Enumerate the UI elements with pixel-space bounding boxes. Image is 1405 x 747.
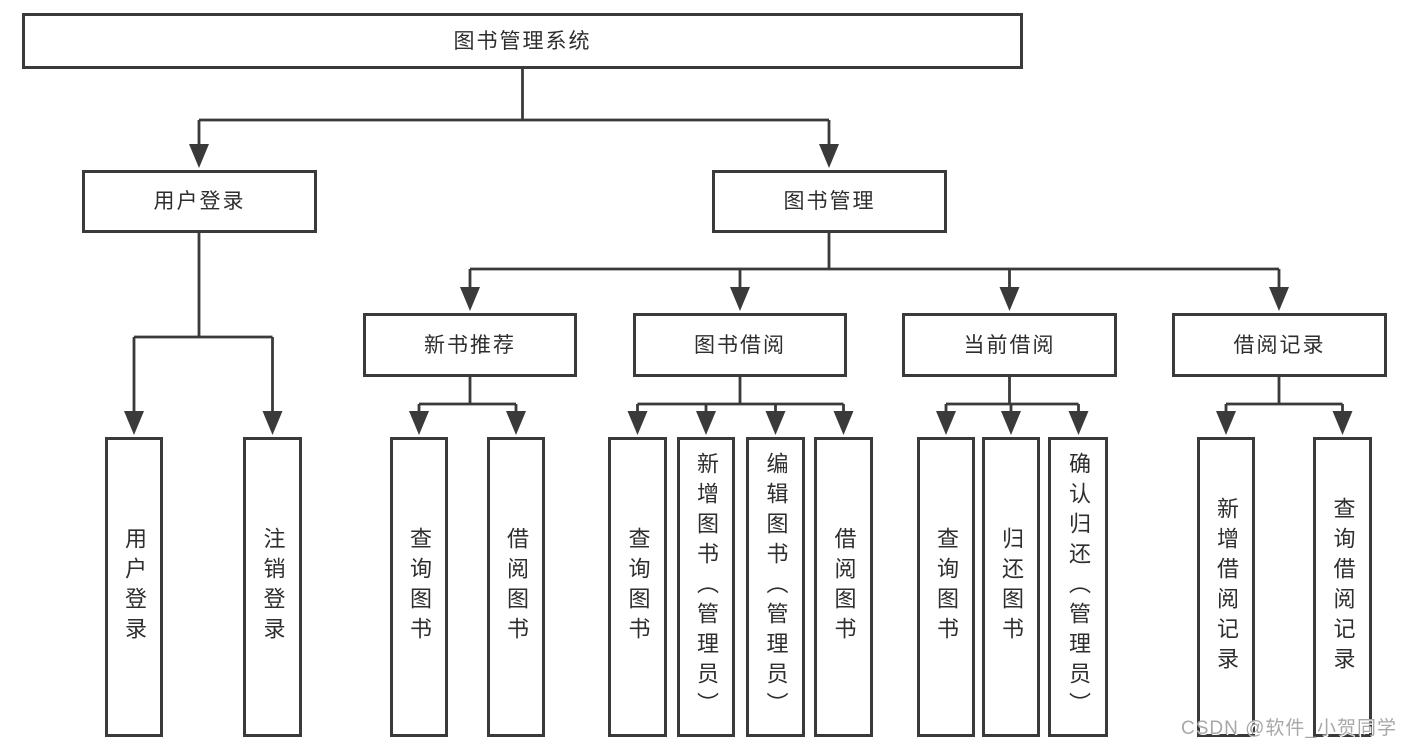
leaf-return-books-label: 归还图书 bbox=[999, 527, 1024, 647]
node-library-management-system-label: 图书管理系统 bbox=[453, 29, 592, 53]
leaf-add-books-admin: 新增图书（管理员） bbox=[677, 437, 735, 737]
leaf-borrow-books-recommend: 借阅图书 bbox=[487, 437, 545, 737]
node-library-management-system: 图书管理系统 bbox=[22, 13, 1023, 69]
leaf-add-borrow-record-label: 新增借阅记录 bbox=[1214, 497, 1239, 677]
leaf-borrow-books-recommend-label: 借阅图书 bbox=[504, 527, 529, 647]
leaf-confirm-return-admin: 确认归还（管理员） bbox=[1048, 437, 1108, 737]
node-borrowing-records-label: 借阅记录 bbox=[1233, 333, 1326, 357]
node-user-login: 用户登录 bbox=[82, 170, 317, 233]
leaf-query-books-borrowing-label: 查询图书 bbox=[625, 527, 651, 647]
node-new-book-recommendation: 新书推荐 bbox=[363, 313, 577, 377]
leaf-query-borrow-record: 查询借阅记录 bbox=[1313, 437, 1372, 737]
node-user-login-label: 用户登录 bbox=[153, 190, 246, 213]
leaf-add-borrow-record: 新增借阅记录 bbox=[1197, 437, 1255, 737]
leaf-borrow-books-borrowing-label: 借阅图书 bbox=[831, 527, 857, 647]
leaf-query-books-current-label: 查询图书 bbox=[934, 527, 959, 647]
leaf-edit-books-admin-label: 编辑图书（管理员） bbox=[763, 452, 789, 722]
leaf-query-books-recommend: 查询图书 bbox=[390, 437, 448, 737]
node-book-management-label: 图书管理 bbox=[783, 190, 876, 213]
node-current-borrowing: 当前借阅 bbox=[902, 313, 1117, 377]
leaf-user-login: 用户登录 bbox=[105, 437, 163, 737]
leaf-logout-label: 注销登录 bbox=[260, 527, 286, 647]
leaf-query-books-recommend-label: 查询图书 bbox=[407, 527, 432, 647]
leaf-return-books: 归还图书 bbox=[982, 437, 1040, 737]
leaf-borrow-books-borrowing: 借阅图书 bbox=[814, 437, 873, 737]
leaf-confirm-return-admin-label: 确认归还（管理员） bbox=[1066, 452, 1091, 722]
leaf-edit-books-admin: 编辑图书（管理员） bbox=[746, 437, 805, 737]
node-book-borrowing: 图书借阅 bbox=[633, 313, 847, 377]
leaf-query-books-current: 查询图书 bbox=[917, 437, 975, 737]
leaf-user-login-label: 用户登录 bbox=[122, 527, 147, 647]
node-new-book-recommendation-label: 新书推荐 bbox=[424, 333, 516, 357]
arrowheads bbox=[124, 144, 1353, 435]
leaf-logout: 注销登录 bbox=[243, 437, 302, 737]
connector-segments bbox=[132, 69, 1344, 416]
leaf-query-books-borrowing: 查询图书 bbox=[608, 437, 667, 737]
leaf-query-borrow-record-label: 查询借阅记录 bbox=[1330, 497, 1356, 677]
node-current-borrowing-label: 当前借阅 bbox=[963, 333, 1056, 357]
node-book-management: 图书管理 bbox=[712, 170, 947, 233]
node-book-borrowing-label: 图书借阅 bbox=[694, 333, 786, 357]
node-borrowing-records: 借阅记录 bbox=[1172, 313, 1387, 377]
leaf-add-books-admin-label: 新增图书（管理员） bbox=[694, 452, 719, 722]
